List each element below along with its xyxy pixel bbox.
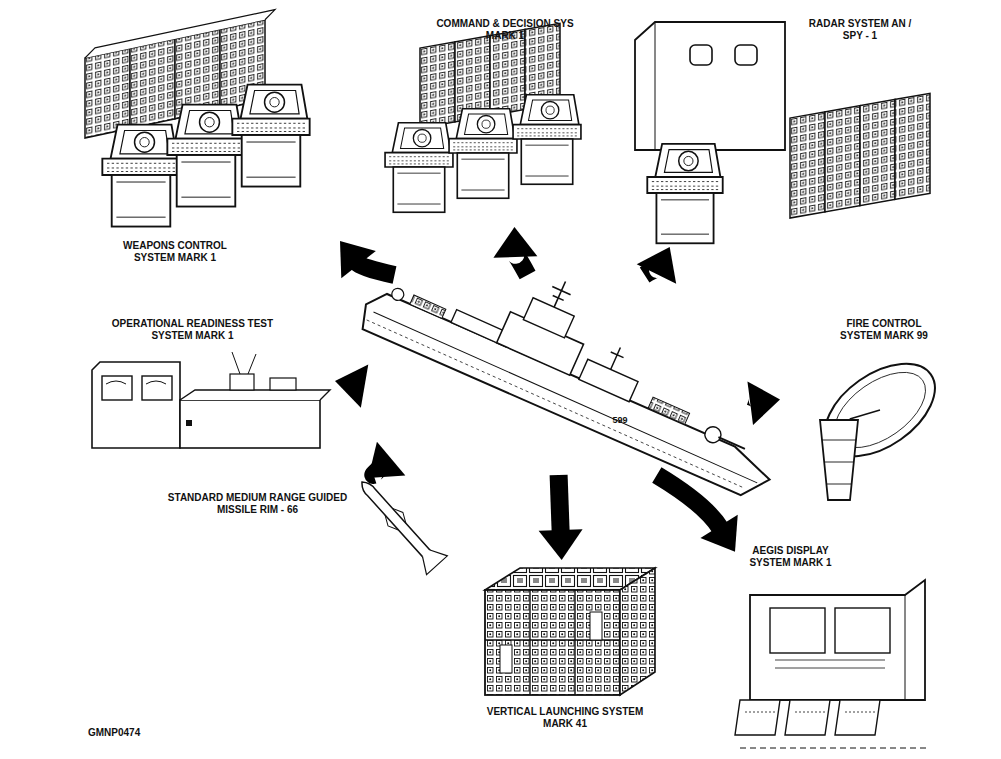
system-label: WEAPONS CONTROL SYSTEM MARK 1: [110, 240, 240, 263]
subsystem-node: RADAR SYSTEM AN / SPY - 1: [610, 12, 940, 247]
arrow-shaft: [559, 475, 561, 532]
arrow-connector: [335, 364, 368, 407]
figure-code: GMNP0474: [88, 727, 168, 739]
system-label: AEGIS DISPLAY SYSTEM MARK 1: [743, 545, 838, 568]
arrow-head: [637, 247, 676, 284]
subsystem-node: WEAPONS CONTROL SYSTEM MARK 1: [80, 15, 340, 305]
arrow-head: [335, 364, 368, 407]
system-label: COMMAND & DECISION SYS MARK 1: [435, 18, 575, 41]
arrow-shaft: [357, 263, 394, 275]
arrow-shaft: [515, 255, 527, 275]
arrow-connector: [657, 475, 738, 552]
ship-node: 599: [360, 275, 750, 475]
hull-number: 599: [600, 415, 640, 425]
system-label: RADAR SYSTEM AN / SPY - 1: [808, 18, 912, 41]
system-label: STANDARD MEDIUM RANGE GUIDED MISSILE RIM…: [150, 492, 365, 515]
subsystem-node: OPERATIONAL READINESS TEST SYSTEM MARK 1: [85, 312, 335, 457]
subsystem-node: VERTICAL LAUNCHING SYSTEM MARK 41: [470, 560, 660, 745]
arrow-head: [747, 381, 780, 425]
arrow-head: [539, 529, 583, 560]
arrow-connector: [368, 442, 405, 478]
subsystem-node: STANDARD MEDIUM RANGE GUIDED MISSILE RIM…: [150, 478, 445, 556]
arrow-head: [340, 241, 376, 278]
arrow-connector: [493, 227, 537, 275]
system-label: FIRE CONTROL SYSTEM MARK 99: [828, 318, 940, 341]
subsystem-node: FIRE CONTROL SYSTEM MARK 99: [780, 312, 965, 507]
arrow-head: [700, 515, 737, 552]
arrow-shaft: [657, 475, 720, 528]
arrow-head: [493, 227, 537, 258]
arrow-connector: [539, 475, 583, 560]
arrow-connector: [637, 247, 676, 284]
system-label: VERTICAL LAUNCHING SYSTEM MARK 41: [475, 706, 655, 729]
system-label: OPERATIONAL READINESS TEST SYSTEM MARK 1: [90, 318, 295, 341]
arrow-connector: [747, 381, 780, 425]
subsystem-node: AEGIS DISPLAY SYSTEM MARK 1: [735, 540, 930, 755]
arrow-connector: [340, 241, 395, 278]
arrow-head: [368, 442, 405, 478]
subsystem-node: COMMAND & DECISION SYS MARK 1: [380, 12, 590, 227]
